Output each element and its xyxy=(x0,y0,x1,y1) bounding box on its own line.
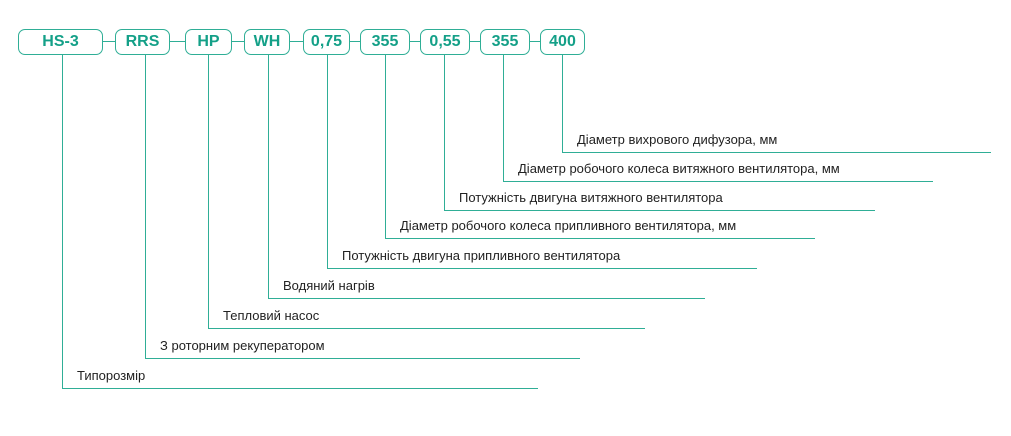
code-label: Типорозмір xyxy=(77,368,146,383)
code-box: HP xyxy=(185,29,232,55)
leader-horizontal xyxy=(385,238,815,239)
code-label: Діаметр робочого колеса витяжного вентил… xyxy=(518,161,840,176)
leader-horizontal xyxy=(62,388,538,389)
code-label: Діаметр робочого колеса припливного вент… xyxy=(400,218,737,233)
connector-dash xyxy=(232,41,244,42)
code-label: З роторним рекуператором xyxy=(160,338,325,353)
code-box: 0,55 xyxy=(420,29,470,55)
code-box: 355 xyxy=(480,29,530,55)
connector-dash xyxy=(350,41,360,42)
code-label: Діаметр вихрового дифузора, мм xyxy=(577,132,778,147)
leader-vertical xyxy=(62,55,63,388)
connector-dash xyxy=(410,41,420,42)
code-box: HS-3 xyxy=(18,29,103,55)
code-label: Водяний нагрів xyxy=(283,278,375,293)
leader-vertical xyxy=(503,55,504,181)
connector-dash xyxy=(290,41,303,42)
code-label: Потужність двигуна припливного вентилято… xyxy=(342,248,621,263)
leader-vertical xyxy=(385,55,386,238)
leader-horizontal xyxy=(444,210,875,211)
code-box: RRS xyxy=(115,29,170,55)
leader-horizontal xyxy=(208,328,645,329)
connector-dash xyxy=(470,41,480,42)
leader-vertical xyxy=(145,55,146,358)
code-box: 0,75 xyxy=(303,29,350,55)
code-box: 400 xyxy=(540,29,585,55)
leader-vertical xyxy=(208,55,209,328)
connector-dash xyxy=(530,41,540,42)
leader-vertical xyxy=(444,55,445,210)
code-box: WH xyxy=(244,29,290,55)
leader-vertical xyxy=(562,55,563,152)
leader-vertical xyxy=(268,55,269,298)
leader-vertical xyxy=(327,55,328,268)
leader-horizontal xyxy=(268,298,705,299)
leader-horizontal xyxy=(145,358,580,359)
connector-dash xyxy=(103,41,115,42)
leader-horizontal xyxy=(562,152,991,153)
leader-horizontal xyxy=(327,268,757,269)
code-label: Потужність двигуна витяжного вентилятора xyxy=(459,190,723,205)
code-label: Тепловий насос xyxy=(223,308,320,323)
connector-dash xyxy=(170,41,185,42)
leader-horizontal xyxy=(503,181,933,182)
code-box: 355 xyxy=(360,29,410,55)
